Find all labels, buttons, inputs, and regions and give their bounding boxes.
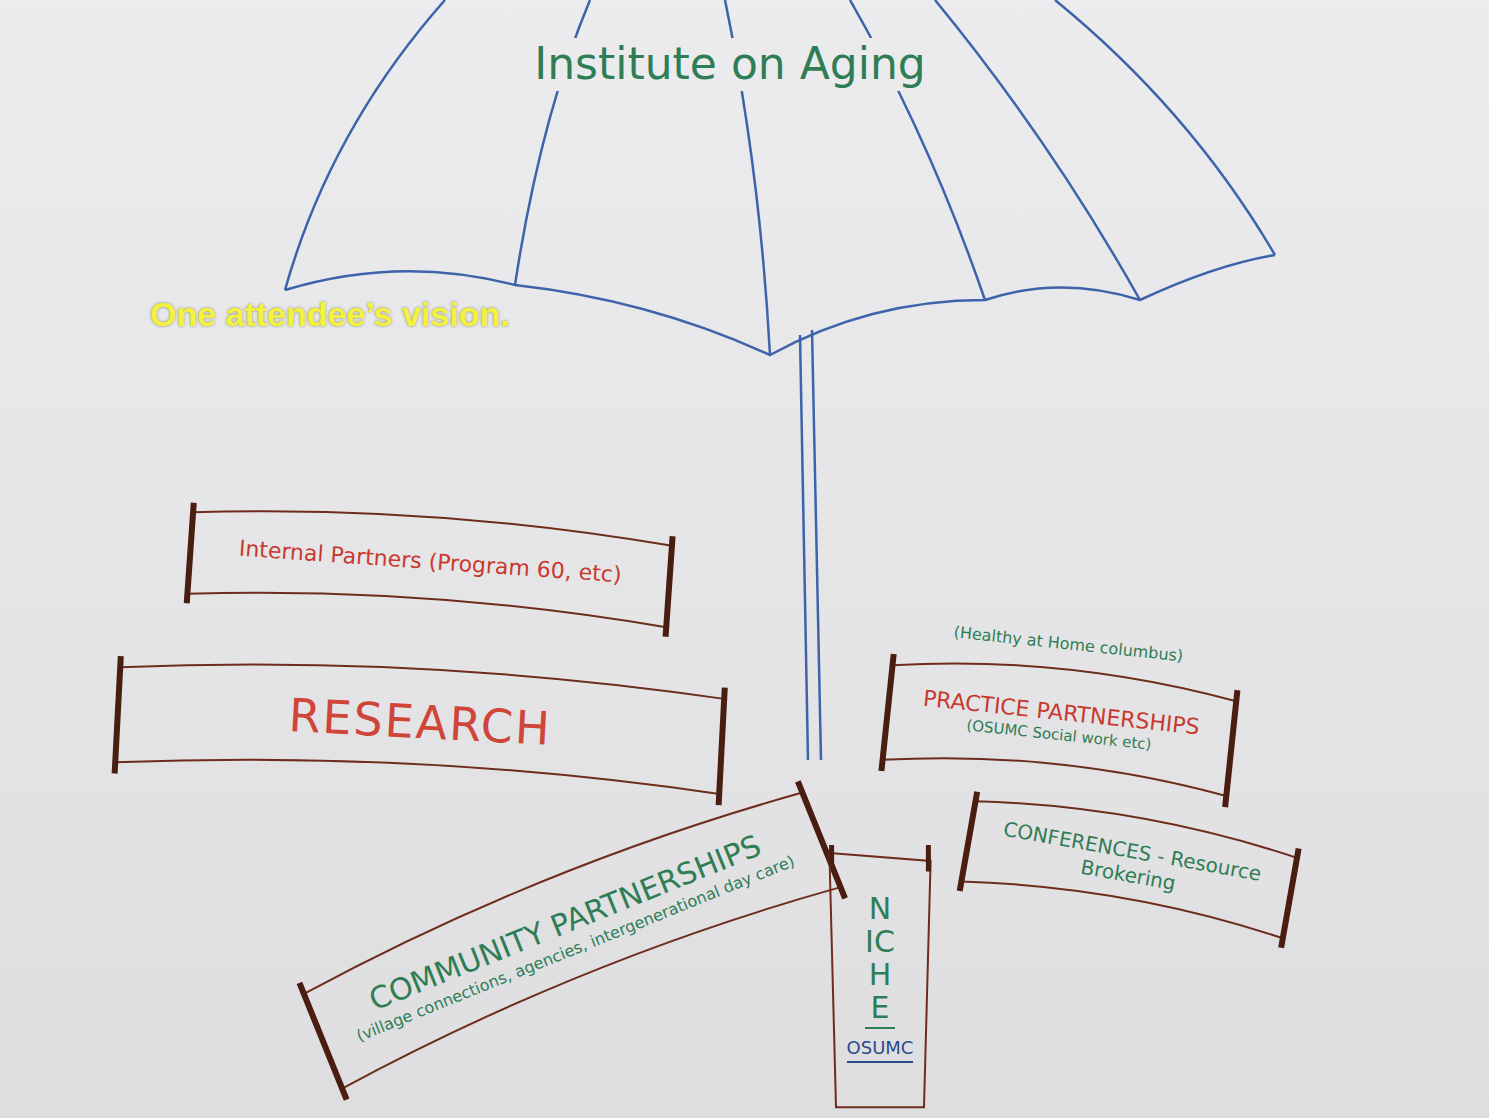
banner-text-area: CONFERENCES - Resource Brokering [981, 807, 1280, 919]
banner-ribbon: COMMUNITY PARTNERSHIPS(village connectio… [282, 761, 857, 1110]
banner-ribbon: PRACTICE PARTNERSHIPS(OSUMC Social work … [874, 637, 1247, 814]
canopy-line [285, 0, 445, 290]
banner-text: OSUMC [847, 1037, 914, 1064]
banner-text: COMMUNITY PARTNERSHIPS [364, 828, 766, 1018]
banner-post [115, 656, 725, 805]
banner-text-area: Internal Partners (Program 60, etc) [214, 516, 647, 608]
banner-text-area: NICHE OSUMC [838, 864, 922, 1100]
banner-post [187, 503, 673, 637]
banner-text: NICHE [865, 892, 895, 1029]
banner-ribbon: Internal Partners (Program 60, etc) [176, 488, 683, 643]
umbrella-title: Institute on Aging [528, 38, 932, 91]
canopy-line [1055, 0, 1275, 255]
canopy-line [935, 0, 1140, 300]
banner-ribbon: CONFERENCES - Resource Brokering [952, 776, 1308, 953]
banner-post [960, 792, 1299, 948]
banner-edge [829, 853, 930, 1107]
banner-text: (village connections, agencies, intergen… [354, 852, 798, 1046]
banner-text-area: COMMUNITY PARTNERSHIPS(village connectio… [331, 806, 807, 1059]
banner-text-area: RESEARCH [148, 672, 693, 773]
slide-caption: One attendee’s vision. [150, 295, 510, 334]
banner-post [832, 845, 929, 872]
banner-post [299, 781, 845, 1099]
banner-edge [187, 500, 672, 627]
banner-post [881, 654, 1237, 807]
banner-text: Internal Partners (Program 60, etc) [238, 536, 622, 589]
banner-text: RESEARCH [287, 688, 553, 757]
handle-line [812, 330, 821, 760]
banner-ribbon: RESEARCH [102, 639, 738, 812]
banner-edge [961, 789, 1299, 938]
banner-edge [883, 651, 1238, 796]
handle-line [800, 335, 808, 760]
banner-text: CONFERENCES - Resource Brokering [982, 814, 1278, 912]
banner-edge [115, 653, 725, 794]
hanging-banner: NICHE OSUMC [825, 845, 935, 1110]
banner-edge [298, 779, 840, 1089]
